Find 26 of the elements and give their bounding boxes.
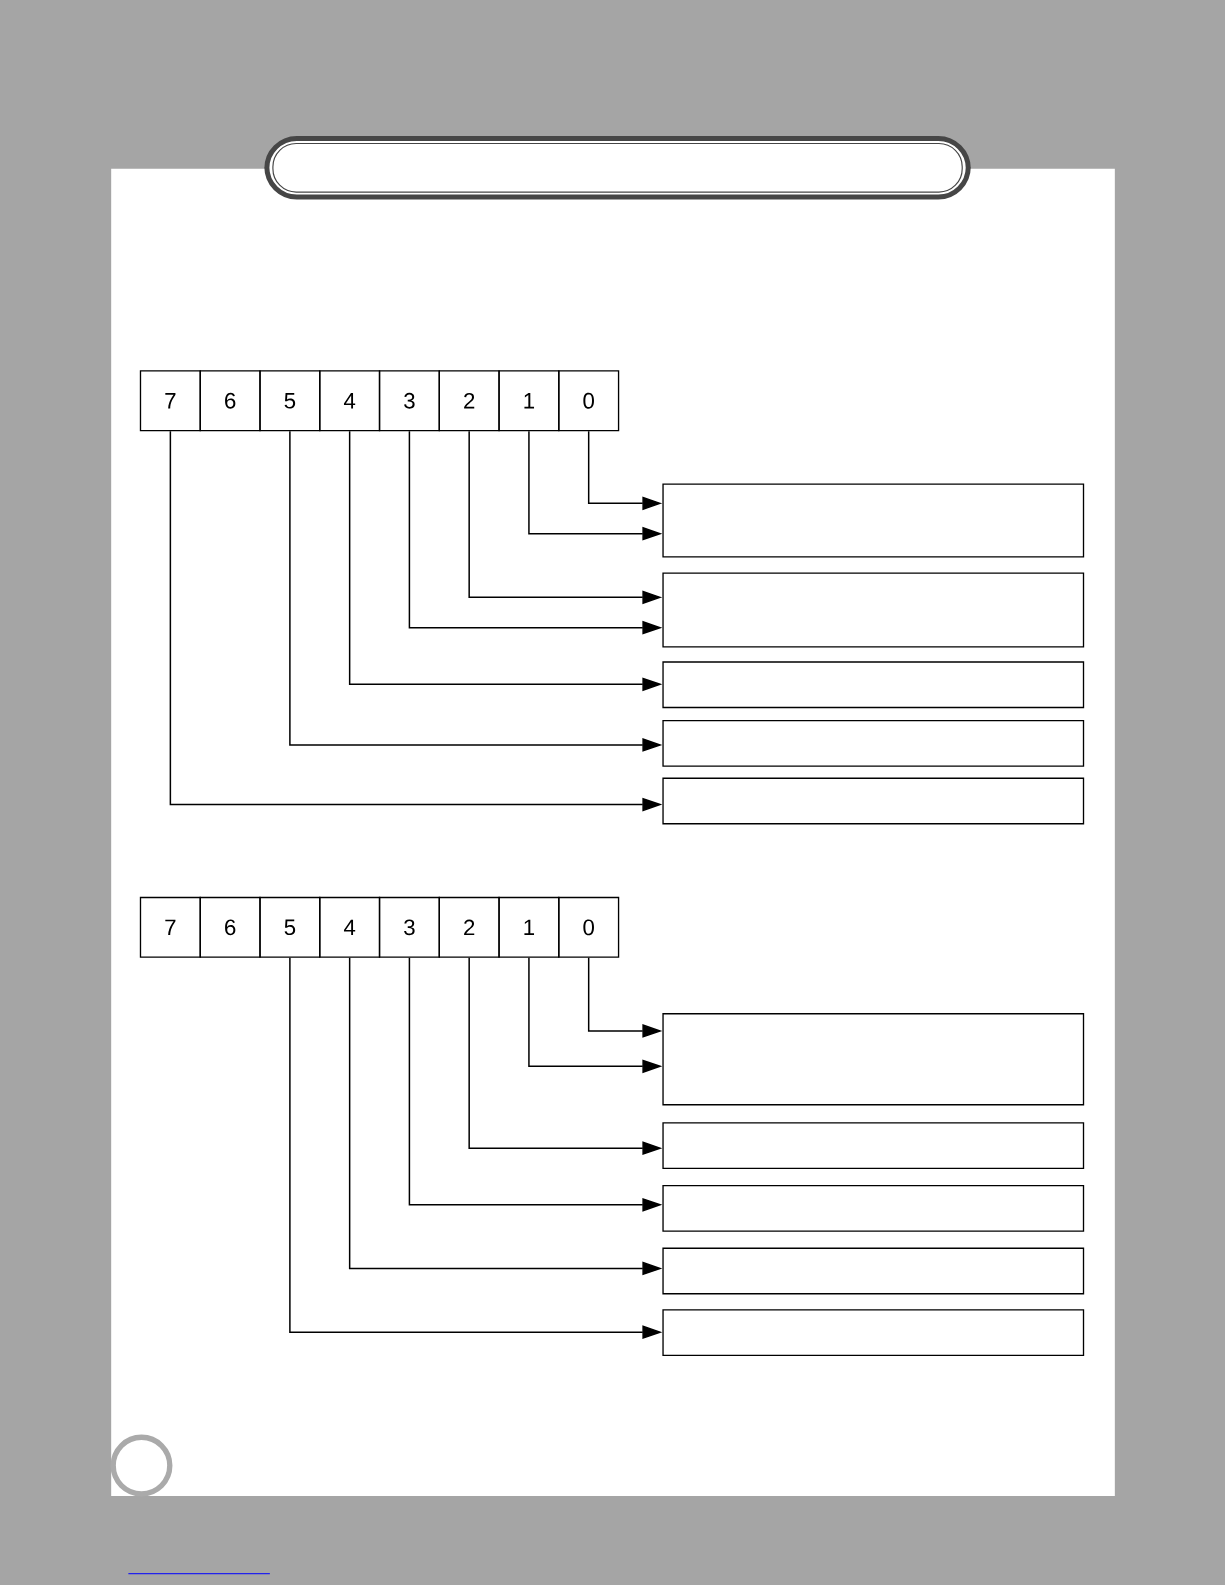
- bit-cell: 2: [438, 896, 500, 958]
- description-box: [662, 1122, 1085, 1170]
- description-box: [662, 1309, 1085, 1357]
- bit-cell: 7: [139, 896, 201, 958]
- bit-cell: 0: [558, 896, 620, 958]
- bit-cell: 1: [498, 896, 560, 958]
- bit-cell: 4: [319, 370, 381, 432]
- bit-cell: 4: [319, 896, 381, 958]
- bit-cell: 5: [259, 370, 321, 432]
- description-box: [662, 483, 1085, 558]
- bit-cell: 0: [558, 370, 620, 432]
- bit-cell: 3: [378, 370, 440, 432]
- description-box: [662, 1247, 1085, 1295]
- description-box: [662, 1184, 1085, 1232]
- bit-cell: 2: [438, 370, 500, 432]
- description-box: [662, 661, 1085, 709]
- bit-cell: 6: [199, 896, 261, 958]
- description-box: [662, 777, 1085, 825]
- bit-cell: 3: [378, 896, 440, 958]
- description-box: [662, 1013, 1085, 1106]
- bit-cell: 6: [199, 370, 261, 432]
- bit-cell: 7: [139, 370, 201, 432]
- description-box: [662, 572, 1085, 648]
- bit-cell: 1: [498, 370, 560, 432]
- bit-cell: 5: [259, 896, 321, 958]
- description-box: [662, 720, 1085, 767]
